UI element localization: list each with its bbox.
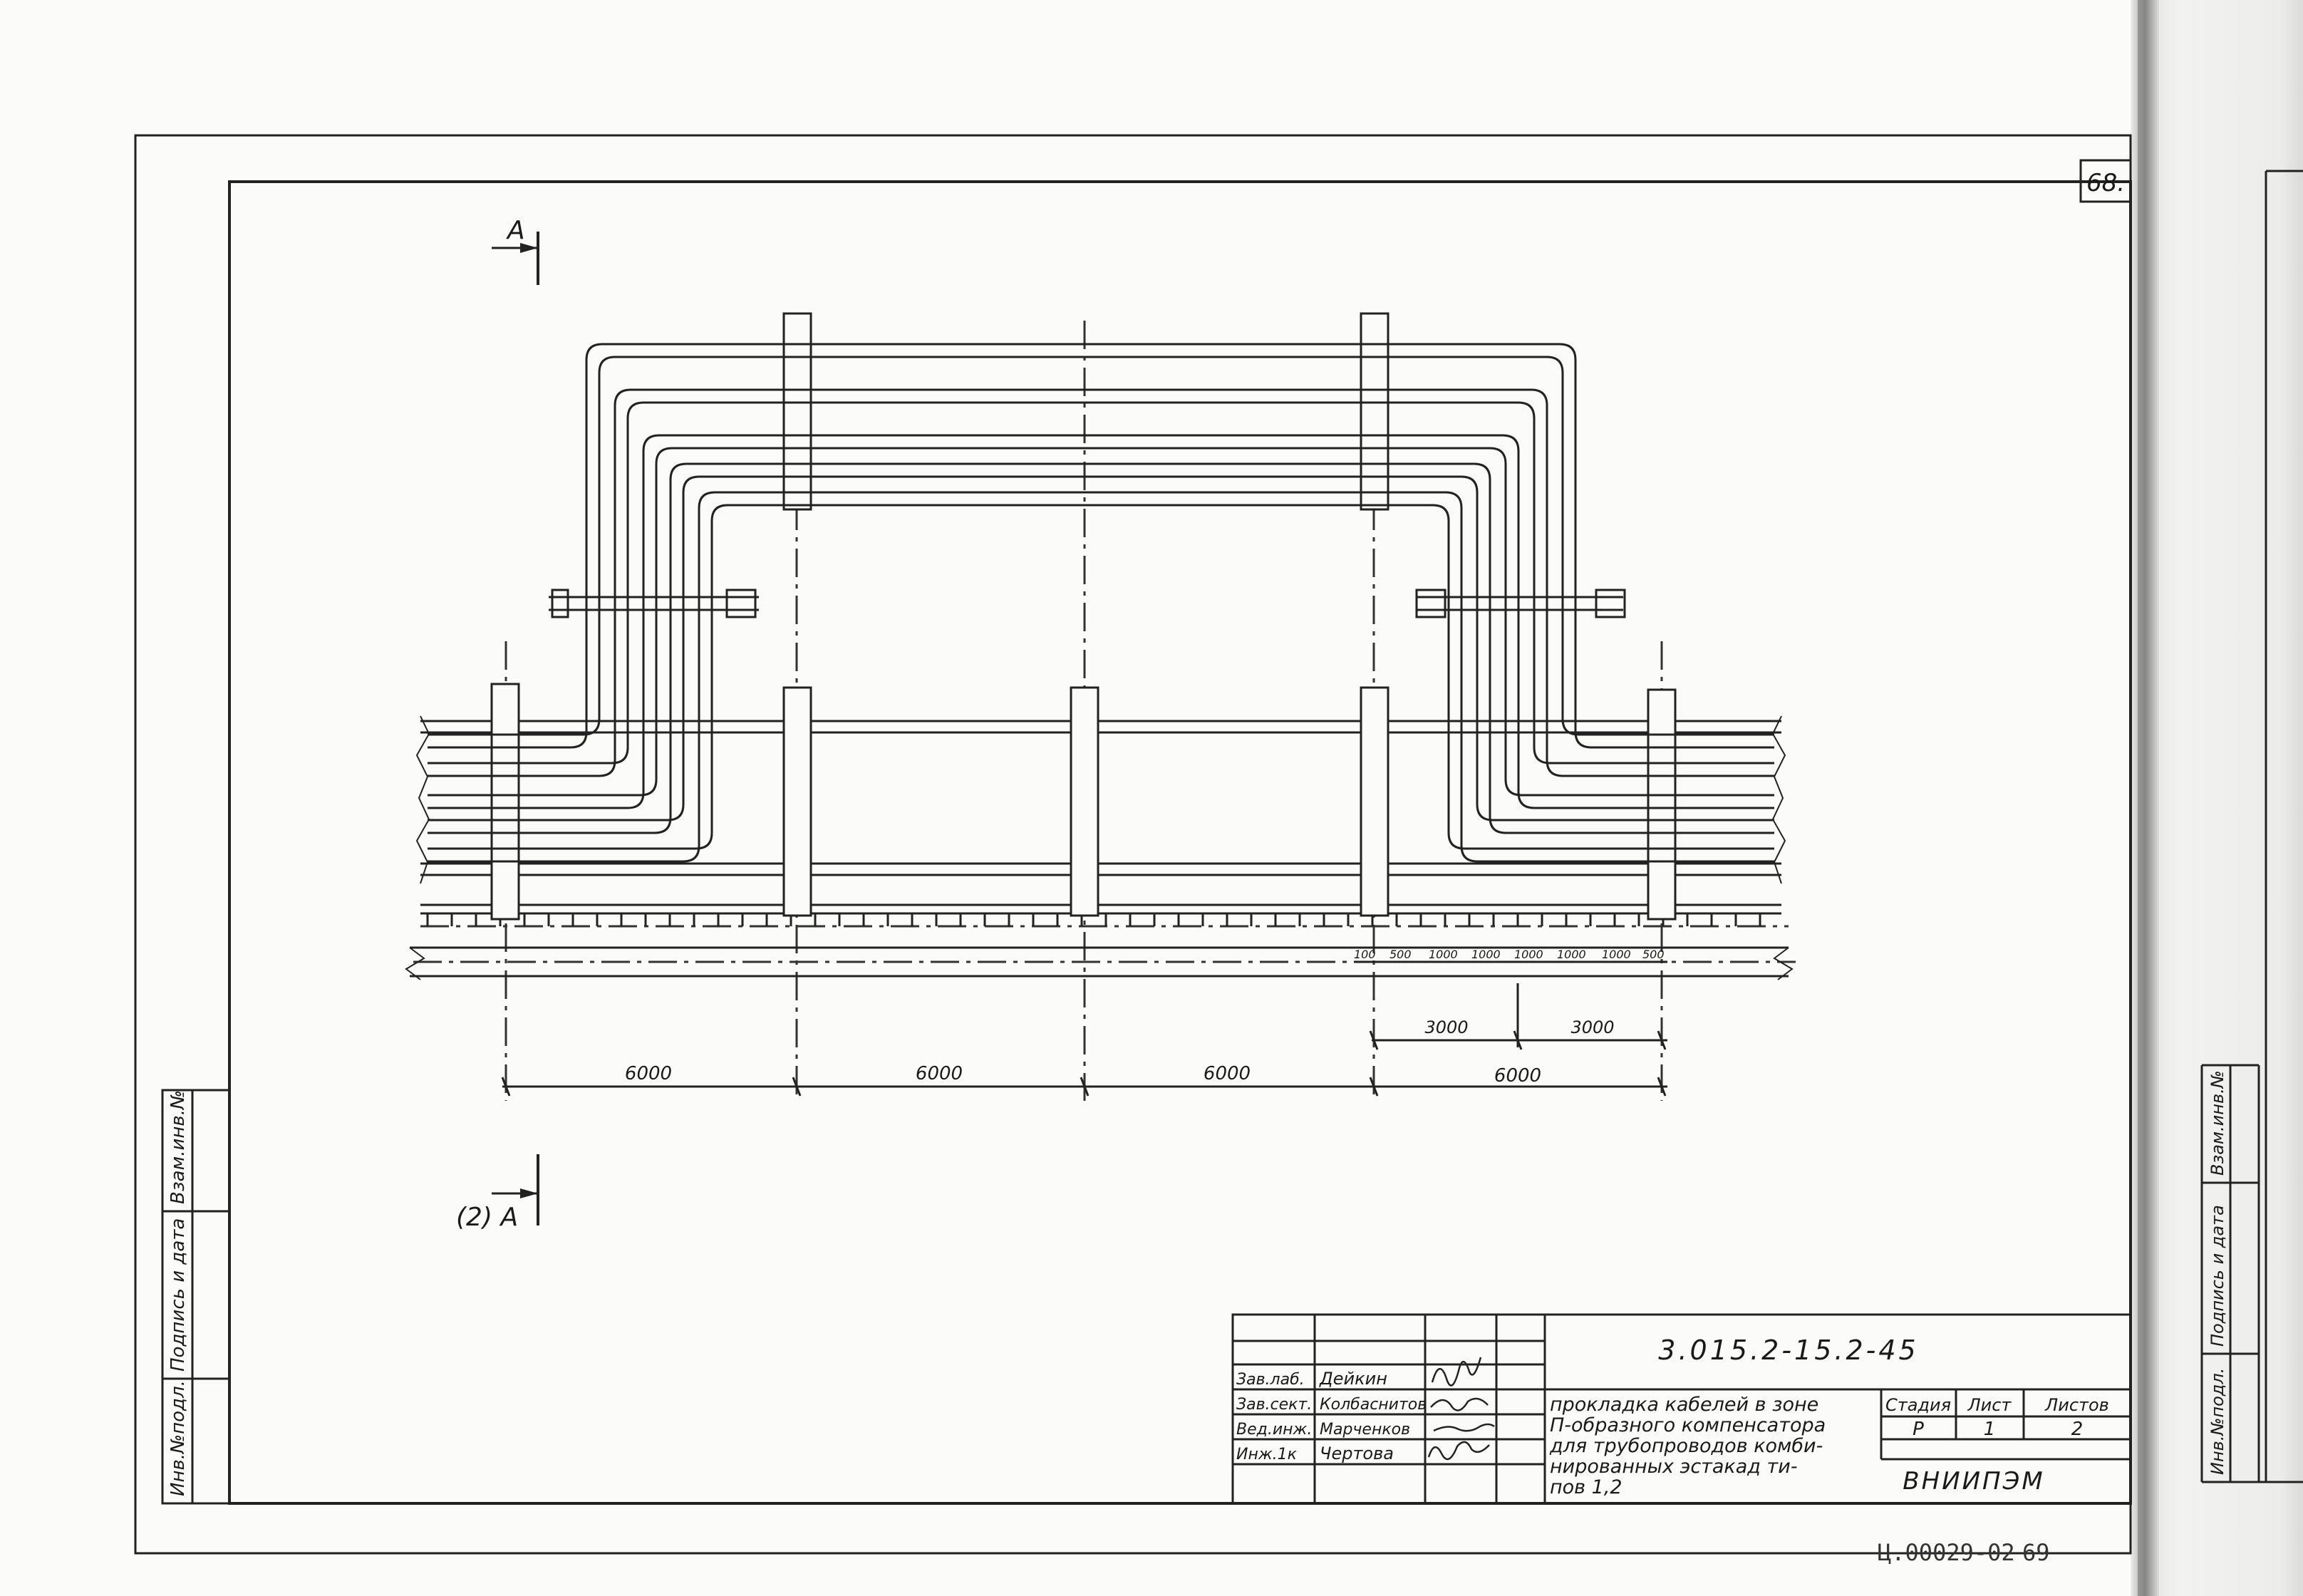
cable-line — [428, 388, 1774, 777]
bottom-stamp: Ц.00029-02 — [1878, 1539, 2015, 1566]
cable-line — [428, 434, 1774, 809]
side-stamp-sign: Подпись и дата — [167, 1218, 189, 1372]
sheets-value: 2 — [2071, 1419, 2084, 1440]
compensator-cables — [428, 343, 1774, 863]
handwritten-signatures — [1427, 1357, 1495, 1461]
section-marker-top: А — [492, 216, 539, 285]
svg-text:прокладка кабелей в зоне: прокладка кабелей в зоне — [1550, 1394, 1818, 1416]
dim-span-1: 6000 — [625, 1063, 672, 1084]
dimension-lines — [501, 960, 1667, 1097]
svg-text:Чертова: Чертова — [1320, 1444, 1394, 1463]
dim-span-3: 6000 — [1204, 1063, 1251, 1084]
svg-text:Вед.инж.: Вед.инж. — [1236, 1421, 1312, 1439]
svg-text:Зав.сект.: Зав.сект. — [1236, 1396, 1312, 1414]
svg-text:для трубопроводов комби-: для трубопроводов комби- — [1549, 1435, 1823, 1457]
dim-span-2: 6000 — [916, 1063, 963, 1084]
grid-axes — [413, 314, 1796, 1101]
svg-text:(2) А: (2) А — [456, 1203, 518, 1232]
svg-text:П-образного компенсатора: П-образного компенсатора — [1550, 1414, 1826, 1436]
side-stamp-inv: Инв.№подл. — [167, 1380, 189, 1496]
svg-text:Колбаснитов: Колбаснитов — [1320, 1396, 1427, 1414]
inner-frame — [228, 180, 2132, 1505]
dim-small-label: 1000 — [1471, 948, 1501, 961]
cable-line — [428, 343, 1774, 749]
dim-mid-1: 3000 — [1424, 1017, 1468, 1037]
svg-text:нированных эстакад ти-: нированных эстакад ти- — [1550, 1456, 1798, 1478]
stage-header: Стадия — [1885, 1395, 1951, 1415]
svg-text:пов 1,2: пов 1,2 — [1550, 1476, 1623, 1498]
left-side-stamp: Инв.№подл. Подпись и дата Взам.инв.№ — [161, 1089, 231, 1505]
page-number-box — [2079, 159, 2132, 203]
adjacent-page-edge — [2138, 0, 2303, 1596]
title-text: прокладка кабелей в зоне П-образного ком… — [1549, 1394, 1826, 1498]
cable-line — [428, 447, 1774, 797]
drawing-sheet — [0, 0, 2138, 1596]
dim-small-label: 500 — [1642, 948, 1665, 961]
page-number-top: 68. — [2086, 169, 2125, 197]
cable-line — [428, 504, 1774, 850]
svg-text:Дейкин: Дейкин — [1319, 1369, 1387, 1389]
dim-small-label: 1000 — [1429, 948, 1458, 961]
title-block — [1231, 1313, 2132, 1505]
dim-small-label: 1000 — [1557, 948, 1586, 961]
section-marker-bottom: (2) А — [456, 1154, 539, 1232]
dim-span-4: 6000 — [1494, 1065, 1541, 1087]
cable-line — [428, 462, 1774, 834]
sheet-value: 1 — [1984, 1419, 1996, 1440]
dim-small-label: 1000 — [1514, 948, 1543, 961]
dim-small-label: 500 — [1389, 948, 1412, 961]
svg-text:Инж.1к: Инж.1к — [1236, 1446, 1298, 1463]
break-marks — [405, 715, 1794, 980]
organization: ВНИИПЭМ — [1903, 1467, 2044, 1496]
svg-text:А: А — [506, 216, 525, 245]
signature-rows: Зав.лаб. Дейкин Зав.сект. Колбаснитов Ве… — [1236, 1369, 1427, 1463]
svg-text:Марченков: Марченков — [1320, 1421, 1410, 1439]
next-page-stamp — [2200, 170, 2303, 1483]
dim-mid-2: 3000 — [1570, 1017, 1614, 1037]
cable-line — [428, 356, 1774, 736]
dim-small-label: 1000 — [1602, 948, 1631, 961]
page-fold-shadow — [2131, 0, 2159, 1596]
cable-line — [428, 491, 1774, 863]
svg-text:Зав.лаб.: Зав.лаб. — [1236, 1371, 1305, 1389]
next-stamp-replace: Взам.инв.№ — [2208, 1070, 2227, 1176]
next-stamp-sign: Подпись и дата — [2208, 1205, 2227, 1347]
cross-beams — [549, 589, 1626, 618]
cable-line — [428, 401, 1774, 765]
stage-value: Р — [1913, 1419, 1924, 1440]
cable-line — [428, 475, 1774, 822]
sheet-header: Лист — [1967, 1395, 2012, 1415]
side-stamp-replace: Взам.инв.№ — [167, 1090, 189, 1204]
bottom-page: 69 — [2022, 1539, 2050, 1566]
sheets-header: Листов — [2044, 1395, 2109, 1415]
rack-beams — [410, 720, 1789, 978]
dimension-labels: 6000 6000 6000 6000 3000 3000 100 500 1000… — [625, 948, 1665, 1087]
dim-small-label: 100 — [1354, 948, 1376, 961]
doc-code: 3.015.2-15.2-45 — [1658, 1335, 1918, 1366]
next-stamp-inv: Инв.№подл. — [2208, 1368, 2227, 1475]
